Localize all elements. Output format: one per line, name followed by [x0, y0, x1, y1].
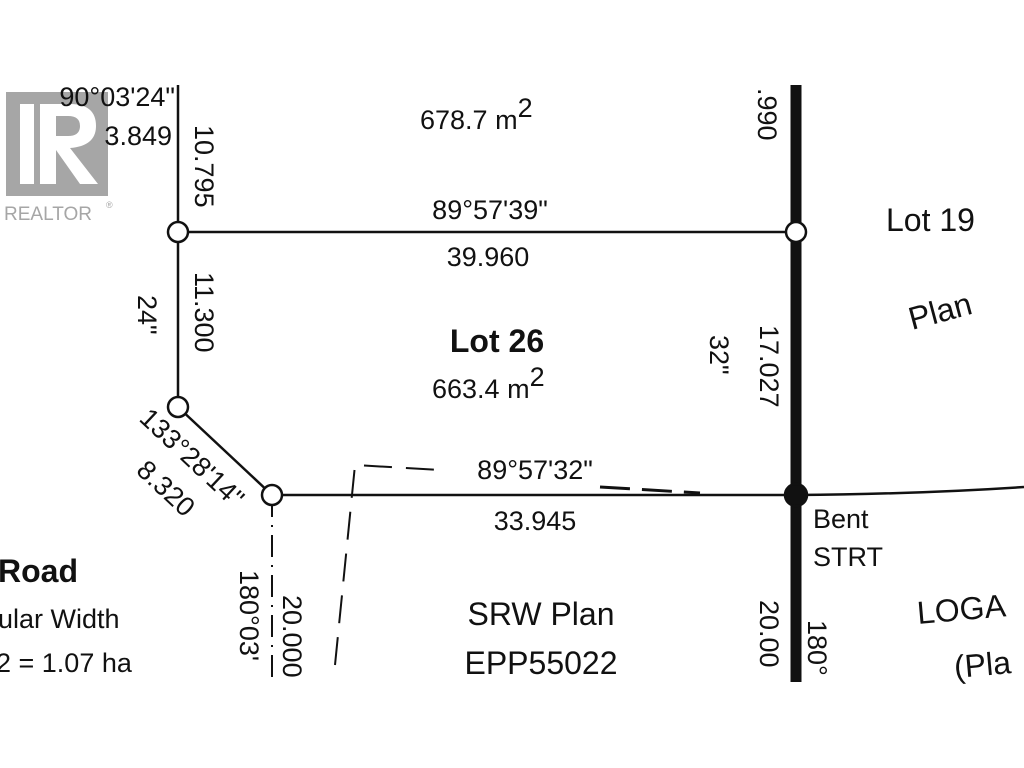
road-name: Road: [0, 553, 78, 589]
lot-19-plan: Plan: [904, 285, 975, 336]
west-upper-distance: 10.795: [189, 125, 219, 208]
lot-26-label: Lot 26: [450, 323, 544, 359]
nw-bearing: 90°03'24": [59, 82, 175, 112]
north-bearing: 89°57'39": [432, 195, 548, 225]
svg-text:REALTOR: REALTOR: [4, 204, 92, 225]
srw-plan-line2: EPP55022: [464, 645, 617, 681]
svg-text:®: ®: [106, 200, 113, 210]
nw-distance: 3.849: [104, 121, 172, 151]
east-upper-distance: .990: [752, 88, 782, 141]
pin-icon: [784, 220, 808, 244]
east-lower-distance: 17.027: [754, 325, 784, 408]
survey-pins: [166, 220, 809, 508]
sw-bearing: 180°03': [234, 570, 264, 661]
south-distance: 33.945: [494, 506, 577, 536]
pin-icon: [166, 220, 190, 244]
lot-26-area: 663.4 m2: [432, 362, 545, 404]
west-bearing-fragment: 24": [132, 295, 162, 335]
bent-pin-icon: [783, 482, 809, 508]
logan-label-line2: (Pla: [952, 644, 1012, 685]
se-bearing: 180°: [802, 620, 832, 676]
south-bearing: 89°57'32": [477, 455, 593, 485]
bent-label-line2: STRT: [813, 542, 883, 572]
lot-19-label: Lot 19: [886, 202, 975, 238]
west-lower-distance: 11.300: [189, 272, 219, 353]
boundary-lines: [176, 85, 1024, 682]
road-width: ular Width: [0, 604, 120, 634]
pin-icon: [260, 483, 284, 507]
bent-label-line1: Bent: [813, 504, 869, 534]
srw-plan-line1: SRW Plan: [467, 596, 614, 632]
road-area: 2 = 1.07 ha: [0, 648, 133, 678]
sw-distance: 20.000: [277, 595, 307, 678]
north-distance: 39.960: [447, 242, 530, 272]
top-lot-area: 678.7 m2: [420, 93, 533, 135]
east-bearing-fragment: 32": [704, 335, 734, 375]
logan-label-line1: LOGA: [915, 587, 1007, 631]
pin-icon: [166, 395, 190, 419]
realtor-logo: REALTOR ®: [4, 92, 113, 225]
se-distance: 20.00: [754, 600, 784, 668]
